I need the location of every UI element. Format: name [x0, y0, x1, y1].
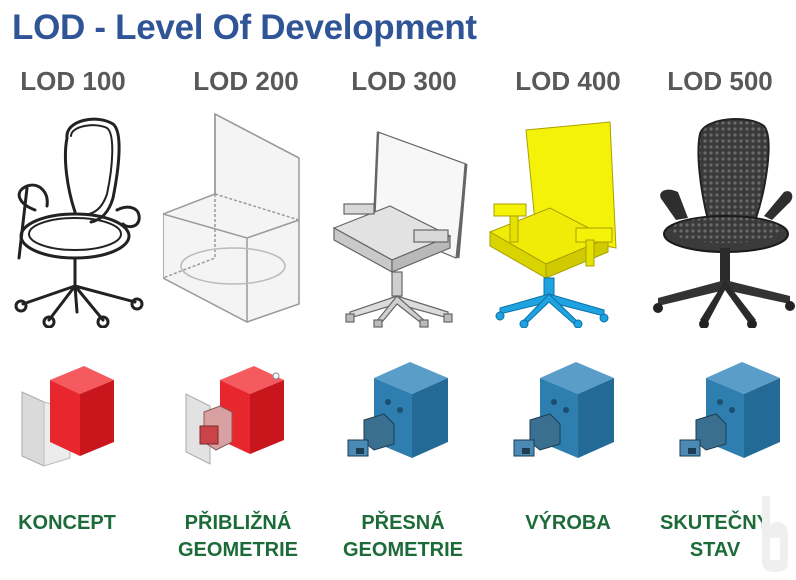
- lod-label-300: LOD 300: [351, 66, 457, 96]
- lod-label-200: LOD 200: [193, 66, 299, 96]
- watermark-logo-icon: [756, 492, 792, 572]
- concept-box-icon: [14, 352, 134, 470]
- wireframe-box-chair-icon: [163, 108, 313, 328]
- stage-label-line: STAV: [689, 539, 741, 561]
- stage-label-line: PŘIBLIŽNÁ: [184, 512, 292, 534]
- stage-label-line: VÝROBA: [525, 512, 611, 534]
- lod-label-100: LOD 100: [20, 66, 126, 96]
- stage-label-100: KONCEPT: [0, 510, 152, 537]
- outline-chair-icon: [5, 108, 155, 328]
- stage-label-300: PŘESNÁ GEOMETRIE: [318, 510, 488, 564]
- stage-label-line: PŘESNÁ: [361, 512, 445, 534]
- stage-label-line: SKUTEČNÝ: [659, 512, 770, 534]
- lod-label-500: LOD 500: [667, 66, 773, 96]
- photo-chair-icon: [648, 108, 796, 328]
- lod-label-400: LOD 400: [515, 66, 621, 96]
- precise-unit-icon: [344, 352, 464, 470]
- fabrication-unit-icon: [510, 352, 630, 470]
- stage-label-line: GEOMETRIE: [342, 539, 463, 561]
- stage-label-line: KONCEPT: [18, 512, 116, 534]
- as-built-unit-icon: [676, 352, 796, 470]
- fabrication-chair-icon: [486, 108, 636, 328]
- page-title: LOD - Level Of Development: [12, 8, 477, 47]
- stage-label-400: VÝROBA: [483, 510, 653, 537]
- stage-label-line: GEOMETRIE: [177, 539, 298, 561]
- stage-label-500: SKUTEČNÝ STAV: [630, 510, 796, 564]
- approximate-box-icon: [180, 352, 300, 470]
- stage-label-200: PŘIBLIŽNÁ GEOMETRIE: [153, 510, 323, 564]
- gray-model-chair-icon: [330, 108, 480, 328]
